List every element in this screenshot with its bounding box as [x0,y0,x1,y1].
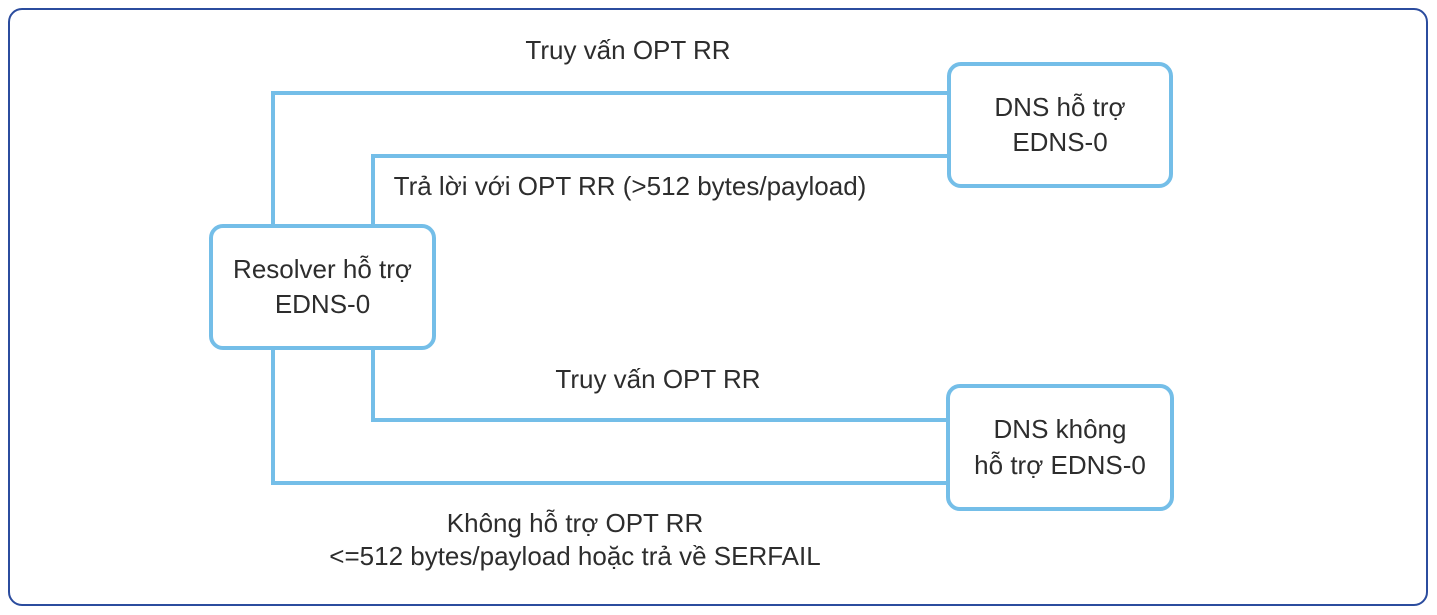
dns-supports-edns-node: DNS hỗ trợ EDNS-0 [947,62,1173,188]
edge-label-no-opt-rr-support-line2: <=512 bytes/payload hoặc trả về SERFAIL [329,540,821,571]
resolver-node: Resolver hỗ trợ EDNS-0 [209,224,436,350]
diagram-outer-frame [8,8,1428,606]
connector-query-top-horizontal [271,91,949,95]
resolver-node-label-line2: EDNS-0 [274,289,371,319]
connector-query-bottom-vertical [371,344,375,422]
resolver-node-label-line1: Resolver hỗ trợ [233,253,412,284]
dns-not-supports-edns-node: DNS không hỗ trợ EDNS-0 [946,384,1174,511]
connector-reply-bottom-horizontal [271,481,948,485]
edge-label-query-opt-rr-top: Truy vấn OPT RR [525,35,731,65]
dns-not-supports-edns-label-line1: DNS không [993,414,1127,445]
dns-supports-edns-label-line2: EDNS-0 [1012,127,1108,157]
dns-not-supports-edns-label-line2: hỗ trợ EDNS-0 [974,449,1146,480]
connector-reply-bottom-vertical [271,344,275,485]
edge-label-no-opt-rr-support: Không hỗ trợ OPT RR <=512 bytes/payload … [255,507,895,572]
connector-query-top-vertical [271,91,275,231]
connector-reply-top-horizontal [371,154,949,158]
edge-label-no-opt-rr-support-line1: Không hỗ trợ OPT RR [446,508,704,538]
edge-label-reply-opt-rr: Trả lời với OPT RR (>512 bytes/payload) [393,171,867,201]
connector-reply-top-vertical [371,154,375,231]
connector-query-bottom-horizontal [371,418,948,422]
dns-supports-edns-label-line1: DNS hỗ trợ [994,91,1126,122]
edge-label-query-opt-rr-bottom: Truy vấn OPT RR [555,364,761,394]
